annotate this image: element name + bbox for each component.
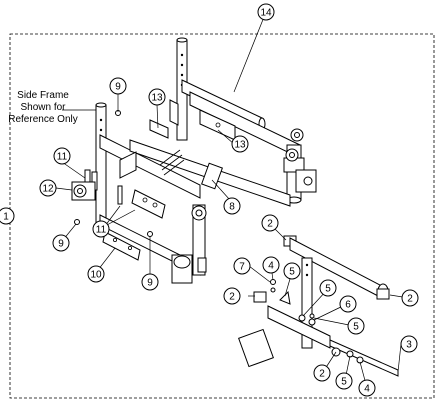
callout-label: 5: [353, 322, 359, 333]
note-line-1: Side Frame: [17, 90, 69, 101]
callout-label: 11: [57, 152, 68, 163]
callout-circle: [261, 214, 279, 232]
callout-label: 10: [90, 270, 102, 281]
callout-label: 13: [151, 93, 163, 104]
callout-label: 4: [364, 384, 370, 395]
callout-circle: [223, 287, 241, 305]
callout-label: 4: [268, 261, 274, 272]
callout-label: 2: [407, 294, 413, 305]
callout-circle: [148, 88, 166, 106]
callout-circle: [53, 147, 71, 165]
callout-label: 8: [229, 202, 235, 213]
callout-circle: [262, 256, 280, 274]
callout-circle: [283, 262, 301, 280]
callout-label: 5: [325, 284, 331, 295]
callout-label: 13: [234, 140, 246, 151]
callout-label: 12: [42, 184, 54, 195]
callout-circle: [400, 335, 418, 353]
callout-label: 14: [260, 8, 272, 19]
callout-group: 1 14 9 13 13 11 12 8 11 9 10 9 2 7 4 5 5: [0, 3, 419, 397]
callout-circle: [257, 3, 275, 21]
callout-circle: [109, 77, 127, 95]
upper-frame-assembly: [149, 37, 317, 204]
leader-lines: [2, 11, 410, 389]
note-line-3: Reference Only: [8, 114, 77, 125]
assembly-boundary: [9, 33, 435, 399]
callout-label: 9: [58, 239, 64, 250]
callout-label: 2: [229, 292, 235, 303]
callout-circle: [141, 273, 159, 291]
footrest-assembly: [238, 235, 399, 377]
callout-label: 11: [96, 225, 107, 236]
callout-circle: [223, 197, 241, 215]
callout-label: 9: [147, 278, 153, 289]
callout-circle: [401, 289, 419, 307]
callout-circle: [233, 257, 251, 275]
callout-label: 5: [289, 267, 295, 278]
callout-circle: [52, 234, 70, 252]
callout-label: 7: [239, 262, 245, 273]
callout-circle: [0, 207, 15, 225]
callout-circle: [39, 179, 57, 197]
callout-label: 5: [341, 377, 347, 388]
callout-label: 6: [345, 300, 351, 311]
callout-circle: [335, 372, 353, 390]
callout-circle: [87, 265, 105, 283]
callout-label: 1: [3, 212, 9, 223]
callout-circle: [347, 317, 365, 335]
callout-label: 2: [267, 219, 273, 230]
callout-circle: [92, 220, 110, 238]
callout-label: 3: [406, 340, 412, 351]
callout-label: 2: [319, 369, 325, 380]
callout-circle: [231, 135, 249, 153]
reference-note: Side Frame Shown for Reference Only: [8, 90, 77, 125]
callout-circle: [319, 279, 337, 297]
callout-circle: [358, 379, 376, 397]
callout-circle: [339, 295, 357, 313]
callout-label: 9: [115, 82, 121, 93]
note-line-2: Shown for: [20, 102, 66, 113]
callout-circle: [313, 364, 331, 382]
